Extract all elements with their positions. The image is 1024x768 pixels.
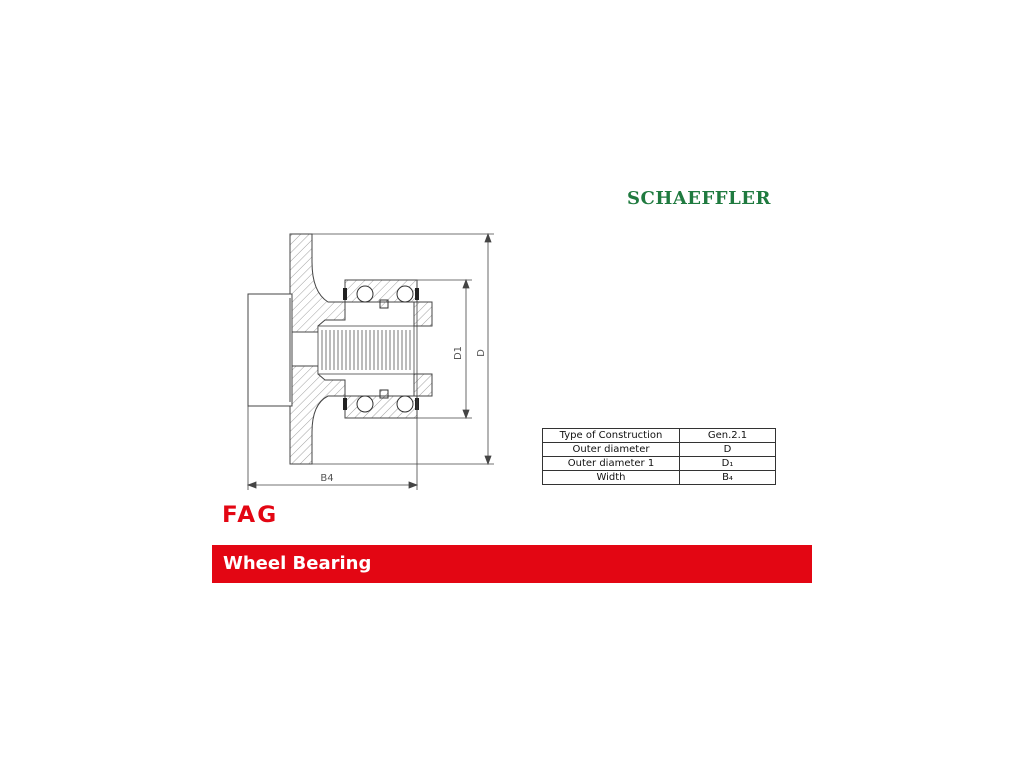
dimension-d <box>312 232 494 466</box>
spec-label: Outer diameter 1 <box>542 456 680 471</box>
label-b4: B4 <box>320 473 333 484</box>
label-d: D <box>476 349 487 357</box>
spec-label: Outer diameter <box>542 442 680 457</box>
banner-title: Wheel Bearing <box>223 553 372 574</box>
spec-label: Type of Construction <box>542 428 680 443</box>
table-row: Outer diameter D <box>542 442 776 457</box>
spec-value: B₄ <box>679 470 776 485</box>
spec-value: Gen.2.1 <box>679 428 776 443</box>
schaeffler-logo: SCHAEFFLER <box>627 188 771 209</box>
dimension-b4 <box>246 406 419 490</box>
bearing-inner-ring <box>413 301 433 397</box>
spec-value: D₁ <box>679 456 776 471</box>
spec-value: D <box>679 442 776 457</box>
dimension-d1 <box>417 278 472 420</box>
label-d1: D1 <box>453 346 464 360</box>
table-row: Width B₄ <box>542 470 776 485</box>
fag-logo: FAG <box>222 503 279 528</box>
bearing-balls <box>356 285 414 413</box>
hub-sleeve <box>247 293 293 407</box>
title-banner: Wheel Bearing <box>212 545 812 583</box>
table-row: Outer diameter 1 D₁ <box>542 456 776 471</box>
splined-bore <box>317 325 415 375</box>
spec-label: Width <box>542 470 680 485</box>
table-row: Type of Construction Gen.2.1 <box>542 428 776 443</box>
spec-table: Type of Construction Gen.2.1 Outer diame… <box>542 428 776 485</box>
